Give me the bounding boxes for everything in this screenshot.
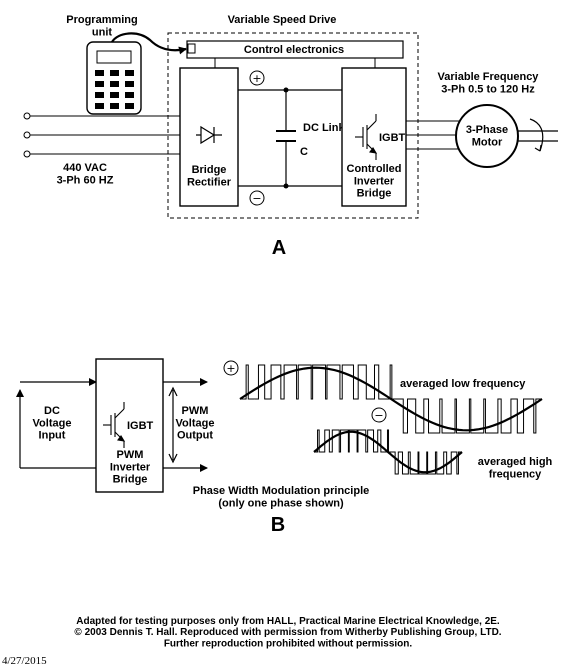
control-port: [187, 43, 196, 54]
svg-text:−: −: [374, 409, 383, 422]
dc-input-arrows: [16, 378, 97, 469]
pwm-output-arrows: [163, 378, 208, 472]
igbt-label-a: IGBT: [379, 132, 406, 144]
svg-text:+: +: [226, 362, 235, 375]
svg-text:−: −: [252, 192, 261, 205]
input-lines: [23, 112, 180, 158]
svg-text:+: +: [252, 72, 261, 85]
output-lines: [406, 120, 462, 150]
pwm-pulse-train: [240, 364, 542, 434]
pwm-principle-label: Phase Width Modulation principle(only on…: [193, 485, 370, 509]
variable-speed-drive-enclosure: [167, 32, 419, 219]
motor-shaft: [518, 118, 558, 152]
control-electronics-box: [186, 40, 404, 59]
capacitor-icon: [276, 130, 296, 142]
programming-unit-icon: [86, 41, 142, 115]
diagram-b-letter: B: [271, 514, 285, 536]
pwm-pulse-train: [314, 429, 462, 475]
igbt-label-b: IGBT: [127, 420, 154, 432]
copyright-footer: Adapted for testing purposes only from H…: [74, 616, 501, 649]
dc-positive-terminal: [249, 70, 265, 86]
date-stamp: 4/27/2015: [2, 655, 47, 667]
pwm-waveform-high: [314, 429, 462, 475]
control-electronics-label: Control electronics: [244, 44, 344, 56]
dc-negative-terminal: [249, 190, 265, 206]
programming-cable: [111, 32, 187, 55]
dc-link-label: DC Link: [303, 122, 345, 134]
controlled-inverter-box: [341, 67, 407, 207]
diagram-a-letter: A: [272, 237, 286, 259]
diode-icon: [196, 125, 222, 145]
capacitor-label: C: [300, 146, 308, 158]
wave-negative-marker: [371, 407, 387, 423]
pwm-waveform-low: [240, 364, 542, 434]
averaged-low-curve: [239, 366, 543, 432]
igbt-icon: [103, 402, 126, 448]
variable-speed-drive-label: Variable Speed Drive: [228, 14, 337, 26]
wave-positive-marker: [223, 360, 239, 376]
averaged-low-label: averaged low frequency: [400, 378, 526, 390]
averaged-high-curve: [313, 430, 463, 474]
igbt-icon: [355, 114, 378, 160]
motor-icon: [455, 104, 519, 168]
